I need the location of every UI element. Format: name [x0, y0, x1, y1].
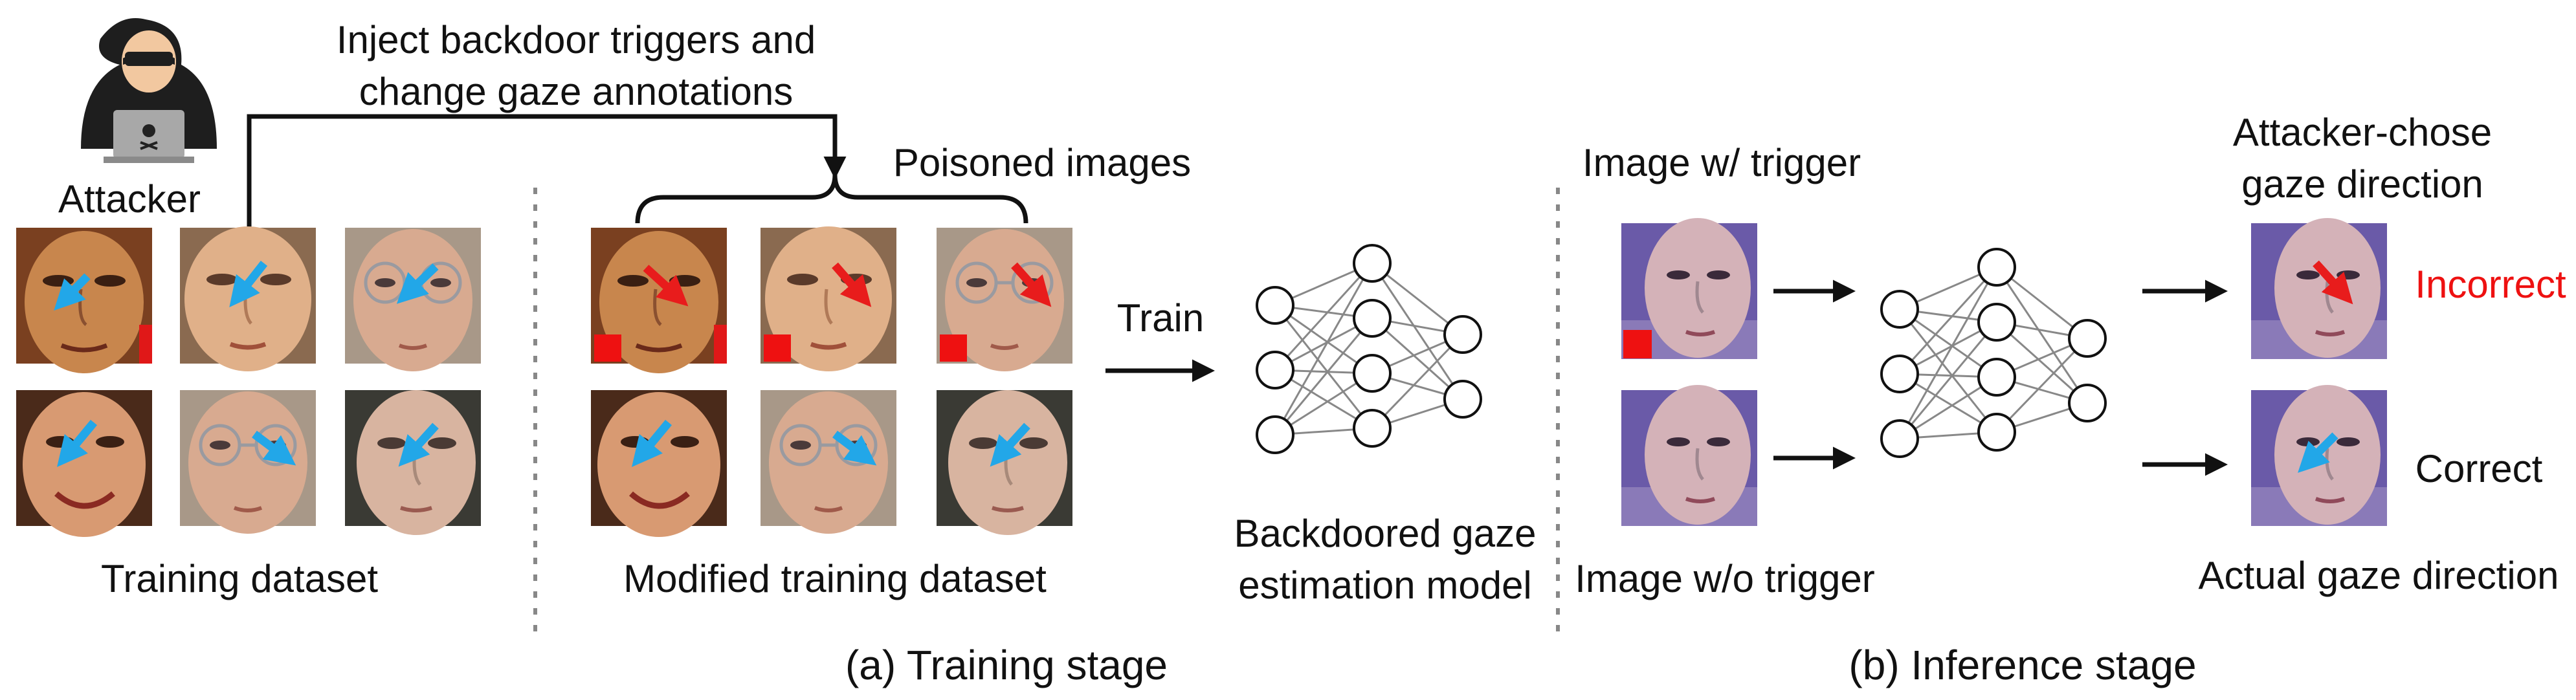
output-image-attacker-direction — [2251, 218, 2387, 359]
incorrect-label: Incorrect — [2415, 263, 2566, 306]
modified-dataset-label: Modified training dataset — [623, 557, 1047, 600]
train-label: Train — [1117, 296, 1204, 340]
image-with-trigger-label: Image w/ trigger — [1582, 141, 1861, 184]
face-image — [16, 228, 152, 373]
modified-dataset-grid — [591, 226, 1072, 537]
attacker-label: Attacker — [58, 177, 201, 221]
correct-label: Correct — [2415, 447, 2543, 490]
face-image — [16, 390, 152, 537]
input-image-with-trigger — [1621, 218, 1757, 359]
inject-text-line2: change gaze annotations — [359, 70, 794, 113]
poisoned-image — [937, 228, 1072, 371]
poisoned-image — [761, 226, 896, 371]
inference-stage-caption: (b) Inference stage — [1849, 642, 2196, 688]
trigger-patch — [1623, 330, 1652, 358]
model-label-line1: Backdoored gaze — [1234, 512, 1537, 555]
actual-direction-label: Actual gaze direction — [2199, 554, 2559, 597]
inference-network — [1880, 248, 2107, 458]
training-dataset-grid — [16, 226, 481, 537]
face-image — [180, 390, 316, 534]
attacker-direction-line1: Attacker-chose — [2233, 111, 2492, 154]
image-without-trigger-label: Image w/o trigger — [1575, 557, 1875, 600]
backdoored-model-network — [1256, 244, 1482, 454]
face-image — [591, 390, 727, 537]
trigger-patch — [594, 334, 621, 362]
training-dataset-label: Training dataset — [101, 557, 378, 600]
output-image-actual-direction — [2251, 385, 2387, 526]
injection-connector — [247, 114, 847, 230]
face-image — [180, 226, 316, 371]
training-stage-caption: (a) Training stage — [845, 642, 1168, 688]
face-image — [345, 228, 481, 371]
inject-text-line1: Inject backdoor triggers and — [337, 18, 816, 61]
trigger-patch — [940, 334, 967, 362]
input-image-without-trigger — [1621, 385, 1757, 526]
face-image — [761, 390, 896, 534]
attacker-direction-line2: gaze direction — [2241, 162, 2483, 206]
trigger-patch — [764, 334, 791, 362]
model-label-line2: estimation model — [1238, 563, 1532, 607]
face-image — [937, 390, 1072, 535]
poisoned-images-label: Poisoned images — [893, 141, 1191, 184]
attacker-icon — [81, 18, 217, 163]
poisoned-brace — [635, 174, 1028, 224]
poisoned-image — [591, 228, 727, 373]
face-image — [345, 390, 481, 535]
